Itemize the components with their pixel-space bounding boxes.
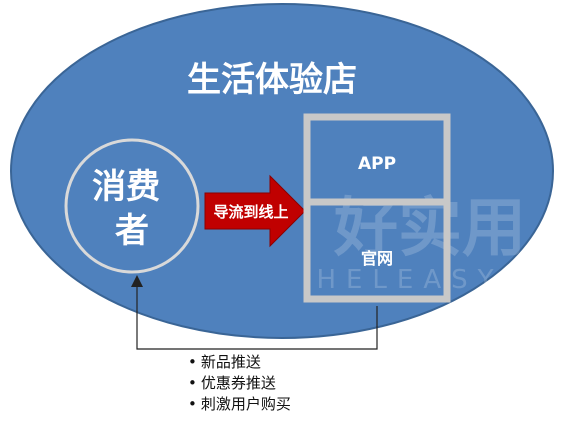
arrow-label: 导流到线上 [213, 203, 288, 221]
consumer-circle [64, 138, 200, 274]
benefits-list: 新品推送 优惠券推送 刺激用户购买 [188, 352, 291, 415]
watermark: 好实用 HELEASY [316, 192, 526, 295]
store-title: 生活体验店 [187, 60, 357, 100]
online-channels-box [303, 113, 451, 303]
experience-store-ellipse [10, 3, 554, 339]
benefit-item: 优惠券推送 [188, 373, 291, 394]
feedback-connector [131, 275, 378, 350]
consumer-label-line2: 者 [115, 211, 149, 251]
watermark-sub: HELEASY [316, 265, 503, 295]
benefit-item: 刺激用户购买 [188, 394, 291, 415]
consumer-label-line1: 消费 [92, 167, 160, 207]
redirect-arrow [204, 174, 306, 248]
benefit-item: 新品推送 [188, 352, 291, 373]
consumer-label: 消费 者 [92, 167, 172, 251]
app-label: APP [358, 154, 396, 174]
website-label: 官网 [361, 249, 393, 268]
